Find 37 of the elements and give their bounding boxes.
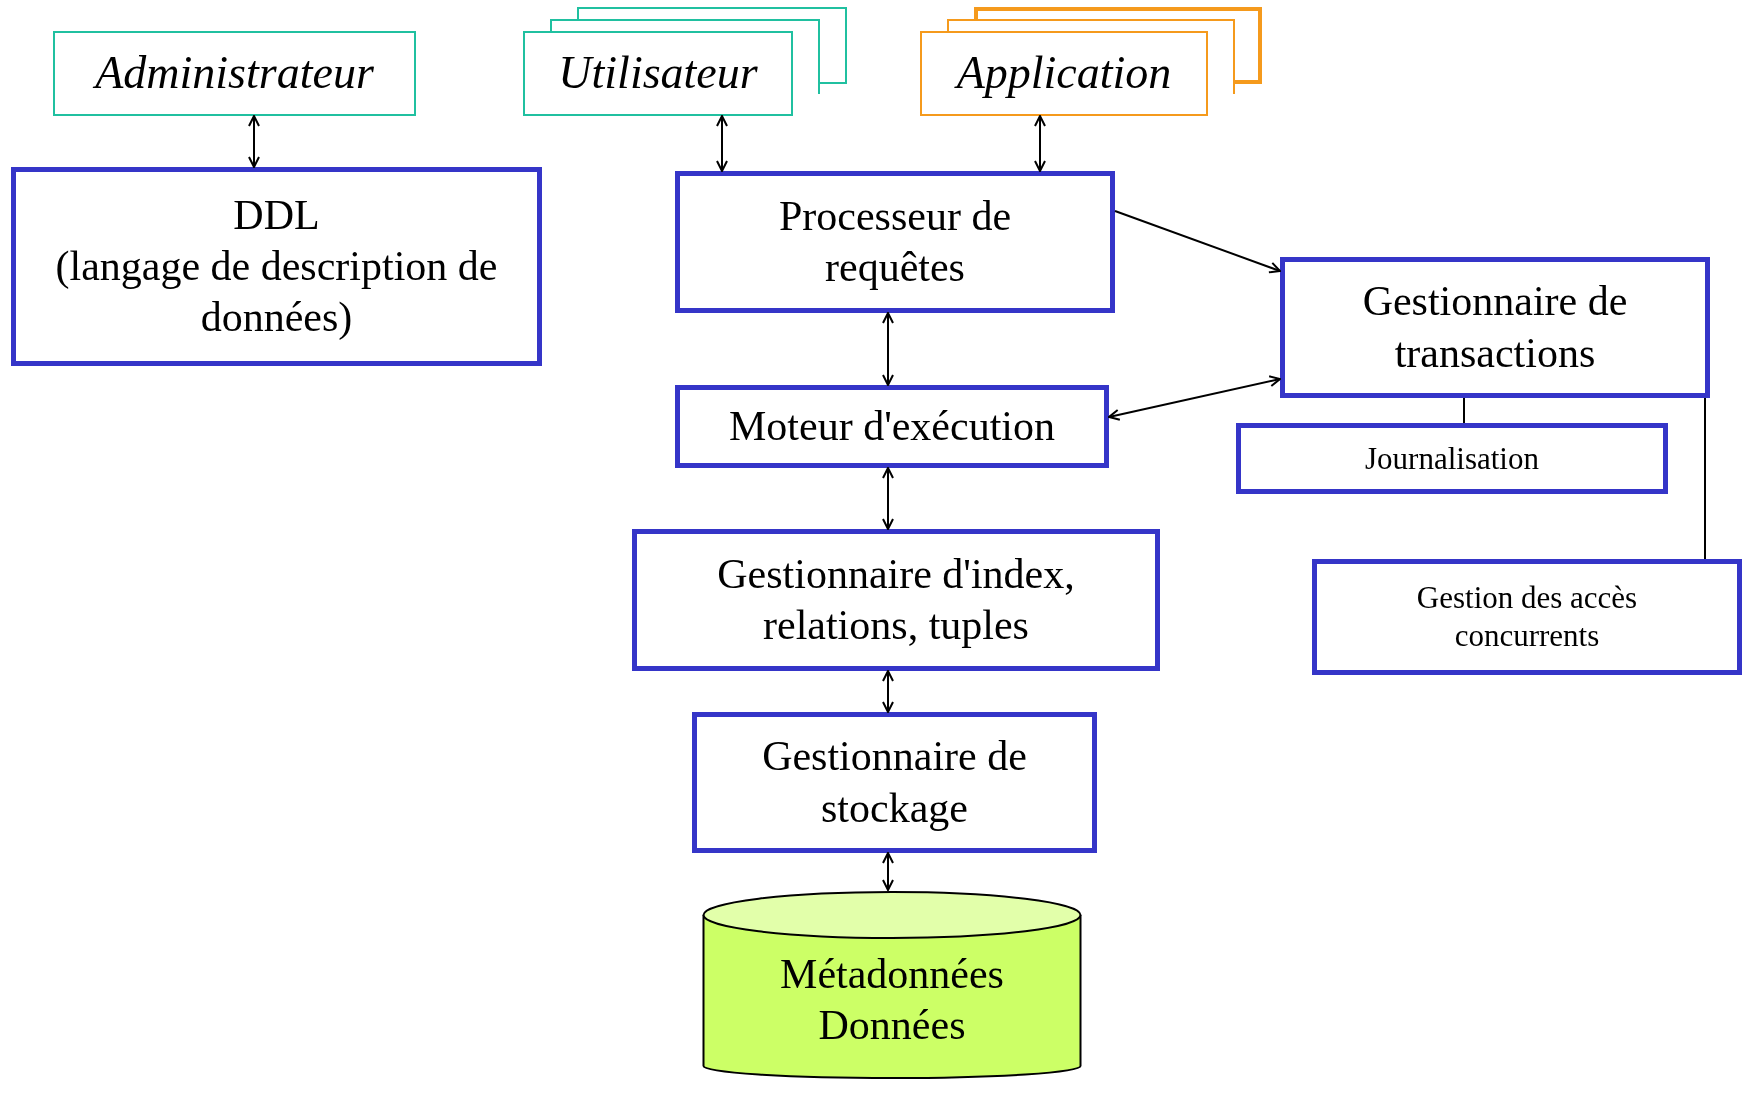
module-box [675,171,1115,313]
node-text: Gestionnaire d'index, relations, tuples [716,549,1076,650]
node-text: Gestionnaire de stockage [761,732,1028,833]
node-text: DDL [232,190,321,240]
actor-box [523,31,793,116]
actor-box [53,31,416,116]
arrow [1034,115,1046,172]
arrow [1114,210,1281,274]
node-text: Utilisateur [557,46,759,101]
module-box [632,529,1160,671]
node-text: Gestion des accès concurrents [1415,579,1639,655]
module-box [675,385,1109,468]
module-box [692,712,1097,853]
node-text: (langage de description de données) [54,241,499,343]
node-text: Données [817,1001,967,1050]
arrow [248,115,260,168]
node-text: Moteur d'exécution [728,401,1056,451]
arrow [882,670,894,713]
node-text: Administrateur [83,45,386,102]
arrow [1108,375,1281,421]
connector-line [1704,397,1706,560]
node-text: Application [953,46,1173,101]
actor-box [920,31,1208,116]
module-box [11,167,542,366]
arrow [882,312,894,386]
arrow [882,852,894,891]
arrow [882,467,894,530]
module-box [1280,257,1710,398]
node-text: Métadonnées [779,949,1005,999]
connector-line [1463,397,1465,424]
arrow [716,115,728,172]
node-text: Processeur de requêtes [777,191,1013,292]
node-text: Journalisation [1364,439,1540,478]
node-text: Gestionnaire de transactions [1361,277,1629,378]
module-box [1236,423,1668,494]
database-cylinder [702,890,1082,1080]
module-box [1312,559,1742,675]
